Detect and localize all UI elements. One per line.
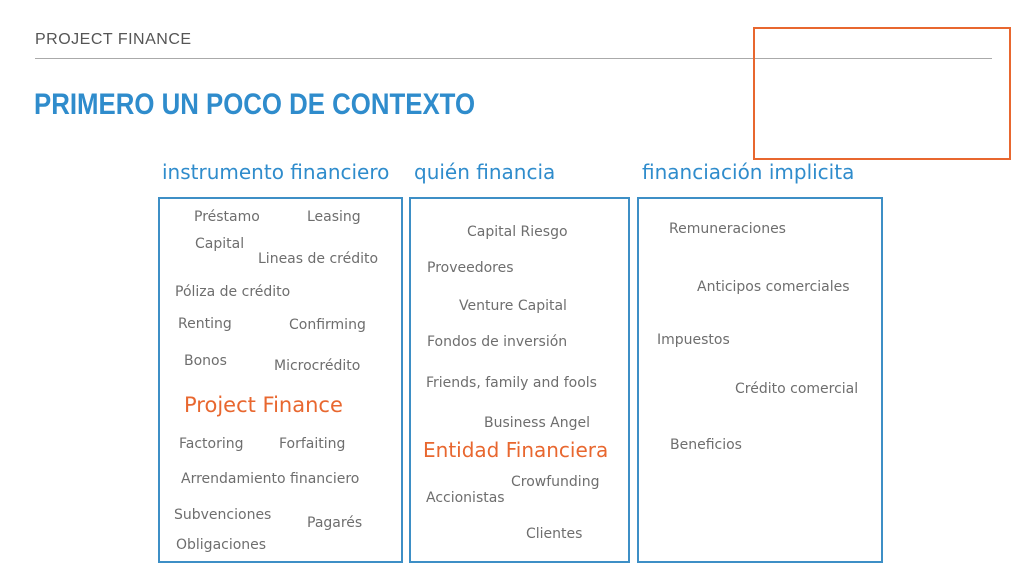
word-item: Forfaiting — [279, 436, 346, 452]
word-item: Arrendamiento financiero — [181, 471, 360, 487]
word-item: Fondos de inversión — [427, 334, 568, 350]
word-item: Leasing — [307, 209, 361, 225]
word-item: Anticipos comerciales — [697, 279, 850, 295]
slide-title: PRIMERO UN POCO DE CONTEXTO — [34, 88, 476, 121]
word-item: Friends, family and fools — [426, 375, 597, 391]
column-heading-implicita: financiación implicita — [642, 160, 855, 184]
word-item: Impuestos — [657, 332, 730, 348]
word-item: Crédito comercial — [735, 381, 859, 397]
word-item: Subvenciones — [174, 507, 272, 523]
column-box-instrumento — [158, 197, 403, 563]
highlighted-word: Project Finance — [184, 393, 343, 417]
column-box-implicita — [637, 197, 883, 563]
word-item: Obligaciones — [176, 537, 267, 553]
highlighted-word: Entidad Financiera — [423, 438, 609, 462]
word-item: Póliza de crédito — [175, 284, 291, 300]
word-item: Capital — [195, 236, 245, 252]
word-item: Confirming — [289, 317, 366, 333]
column-heading-instrumento: instrumento financiero — [162, 160, 390, 184]
word-item: Factoring — [179, 436, 244, 452]
word-item: Lineas de crédito — [258, 251, 379, 267]
word-item: Clientes — [526, 526, 583, 542]
header-divider — [35, 58, 992, 59]
word-item: Venture Capital — [459, 298, 567, 314]
word-item: Accionistas — [426, 490, 505, 506]
word-item: Business Angel — [484, 415, 591, 431]
column-box-quien — [409, 197, 630, 563]
word-item: Crowfunding — [511, 474, 600, 490]
word-item: Pagarés — [307, 515, 363, 531]
word-item: Préstamo — [194, 209, 260, 225]
slide-header: PROJECT FINANCE — [35, 31, 192, 48]
word-item: Microcrédito — [274, 358, 361, 374]
word-item: Capital Riesgo — [467, 224, 568, 240]
orange-frame — [753, 27, 1011, 160]
word-item: Renting — [178, 316, 232, 332]
word-item: Remuneraciones — [669, 221, 786, 237]
word-item: Beneficios — [670, 437, 742, 453]
column-heading-quien: quién financia — [414, 160, 556, 184]
word-item: Bonos — [184, 353, 227, 369]
word-item: Proveedores — [427, 260, 514, 276]
